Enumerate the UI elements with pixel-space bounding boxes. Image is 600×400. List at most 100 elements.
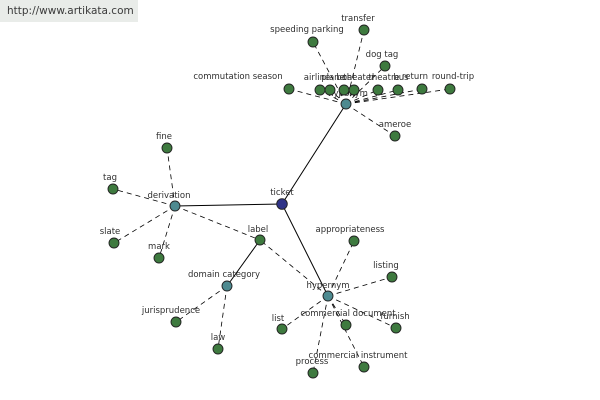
node-circle-theater[interactable] xyxy=(348,84,360,96)
node-label[interactable]: label xyxy=(248,225,269,246)
node-label-round-trip: round-trip xyxy=(432,72,474,82)
edge-hypernym-to-furnish xyxy=(327,295,397,329)
node-circle-list[interactable] xyxy=(276,323,288,335)
node-circle-speeding-parking[interactable] xyxy=(307,36,319,48)
edge-label-to-domain-category xyxy=(226,239,261,287)
node-label-law: law xyxy=(211,333,226,343)
node-theatre[interactable]: theatre xyxy=(368,73,400,96)
node-label-mark: mark xyxy=(148,242,170,252)
edge-hypernym-to-list xyxy=(281,295,329,330)
node-circle-hyponym[interactable] xyxy=(340,98,352,110)
node-circle-return[interactable] xyxy=(416,83,428,95)
edge-ticket-to-hypernym xyxy=(281,203,329,297)
node-circle-boat[interactable] xyxy=(338,84,350,96)
node-label-hypernym: hypernym xyxy=(306,281,349,291)
edge-domain-category-to-law xyxy=(217,285,228,350)
node-circle-bus[interactable] xyxy=(392,84,404,96)
node-bus[interactable]: bus xyxy=(392,73,409,96)
node-circle-plane[interactable] xyxy=(324,84,336,96)
node-listing[interactable]: listing xyxy=(373,261,399,283)
node-hyponym[interactable]: hyponym xyxy=(328,89,368,110)
node-process[interactable]: process xyxy=(296,357,329,379)
node-circle-label[interactable] xyxy=(254,234,266,246)
node-fine[interactable]: fine xyxy=(156,132,173,154)
node-label-return: return xyxy=(402,72,428,82)
edge-domain-category-to-jurisprudence xyxy=(175,285,228,323)
node-circle-domain-category[interactable] xyxy=(221,280,233,292)
edge-ticket-to-derivation xyxy=(174,203,283,207)
nodes-layer: ticket hyponym derivation hypernym domain ca… xyxy=(100,14,474,379)
node-circle-listing[interactable] xyxy=(386,271,398,283)
node-circle-derivation[interactable] xyxy=(169,200,181,212)
node-commercial-document[interactable]: commercial document xyxy=(300,309,396,331)
edge-derivation-to-label xyxy=(174,205,261,241)
edge-hypernym-to-commercial-document xyxy=(327,295,347,326)
node-label-derivation: derivation xyxy=(147,191,190,201)
node-circle-dog-tag[interactable] xyxy=(379,60,391,72)
node-circle-ticket[interactable] xyxy=(276,198,288,210)
edge-hypernym-to-commercial-instrument xyxy=(327,295,365,368)
node-circle-process[interactable] xyxy=(307,367,319,379)
node-circle-furnish[interactable] xyxy=(390,322,402,334)
node-transfer[interactable]: transfer xyxy=(341,14,375,36)
node-circle-fine[interactable] xyxy=(161,142,173,154)
node-label-ameroe: ameroe xyxy=(379,120,411,130)
node-ticket[interactable]: ticket xyxy=(270,188,294,210)
node-circle-transfer[interactable] xyxy=(358,24,370,36)
node-ameroe[interactable]: ameroe xyxy=(379,120,411,142)
node-derivation[interactable]: derivation xyxy=(147,191,191,212)
node-label-jurisprudence: jurisprudence xyxy=(141,306,200,316)
node-theater[interactable]: theater xyxy=(343,73,375,96)
node-circle-ameroe[interactable] xyxy=(389,130,401,142)
node-circle-theatre[interactable] xyxy=(372,84,384,96)
node-dog-tag[interactable]: dog tag xyxy=(366,50,399,72)
node-label-hyponym: hyponym xyxy=(328,89,368,99)
node-return[interactable]: return xyxy=(402,72,428,95)
node-label-airline: airline xyxy=(304,73,330,83)
node-jurisprudence[interactable]: jurisprudence xyxy=(141,306,200,328)
node-label-commercial-instrument: commercial instrument xyxy=(309,351,409,361)
node-circle-appropriateness[interactable] xyxy=(348,235,360,247)
edge-hyponym-to-ameroe xyxy=(345,103,396,137)
edge-derivation-to-mark xyxy=(158,205,176,259)
node-label-theatre: theatre xyxy=(368,73,399,83)
node-circle-jurisprudence[interactable] xyxy=(170,316,182,328)
node-speeding-parking[interactable]: speeding parking xyxy=(270,25,344,48)
node-appropriateness[interactable]: appropriateness xyxy=(315,225,385,247)
node-label-transfer: transfer xyxy=(341,14,375,24)
node-circle-commutation-season[interactable] xyxy=(283,83,295,95)
node-round-trip[interactable]: round-trip xyxy=(432,72,474,95)
edge-hypernym-to-label xyxy=(259,239,329,297)
node-slate[interactable]: slate xyxy=(100,227,121,249)
source-url-link[interactable]: http://www.artikata.com xyxy=(0,0,138,22)
node-label-boat: boat xyxy=(336,73,356,83)
node-domain-category[interactable]: domain category xyxy=(188,270,260,292)
node-label-list: list xyxy=(272,314,285,324)
node-label-fine: fine xyxy=(156,132,172,142)
edge-derivation-to-slate xyxy=(113,205,176,244)
node-circle-mark[interactable] xyxy=(153,252,165,264)
node-label-listing: listing xyxy=(373,261,399,271)
node-law[interactable]: law xyxy=(211,333,226,355)
edge-hyponym-to-return xyxy=(345,88,423,105)
node-circle-slate[interactable] xyxy=(108,237,120,249)
node-label-commercial-document: commercial document xyxy=(300,309,396,319)
node-circle-hypernym[interactable] xyxy=(322,290,334,302)
node-commutation-season[interactable]: commutation season xyxy=(193,72,295,95)
node-tag[interactable]: tag xyxy=(103,173,119,195)
node-circle-airline[interactable] xyxy=(314,84,326,96)
node-list[interactable]: list xyxy=(272,314,288,335)
node-circle-commercial-document[interactable] xyxy=(340,319,352,331)
node-furnish[interactable]: furnish xyxy=(380,312,410,334)
edge-hypernym-to-listing xyxy=(327,276,393,297)
node-plane[interactable]: plane xyxy=(321,73,345,96)
edge-ticket-to-hyponym xyxy=(281,103,347,205)
node-commercial-instrument[interactable]: commercial instrument xyxy=(309,351,409,373)
node-circle-tag[interactable] xyxy=(107,183,119,195)
node-hypernym[interactable]: hypernym xyxy=(306,281,350,302)
node-label-bus: bus xyxy=(393,73,409,83)
node-circle-commercial-instrument[interactable] xyxy=(358,361,370,373)
node-circle-round-trip[interactable] xyxy=(444,83,456,95)
node-mark[interactable]: mark xyxy=(148,242,170,264)
node-circle-law[interactable] xyxy=(212,343,224,355)
